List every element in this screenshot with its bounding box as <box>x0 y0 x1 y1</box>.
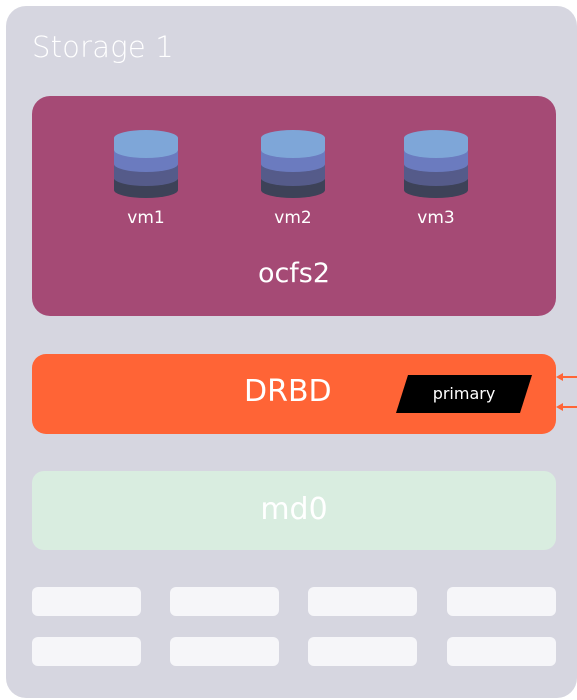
disk <box>447 637 556 666</box>
ocfs2-label: ocfs2 <box>257 258 331 289</box>
vm3-label: vm3 <box>417 208 455 228</box>
disk <box>170 637 279 666</box>
incoming-arrow-icon <box>556 373 577 381</box>
disk <box>308 587 417 616</box>
incoming-arrow-icon <box>556 403 577 411</box>
ocfs2-volume: vm1 vm2 <box>32 96 556 316</box>
md0-label: md0 <box>260 492 328 527</box>
disk <box>32 637 141 666</box>
disk <box>447 587 556 616</box>
vm2-label: vm2 <box>274 208 312 228</box>
database-icon <box>114 130 178 198</box>
primary-badge: primary <box>396 375 532 413</box>
vm1-item: vm1 <box>106 128 186 228</box>
drbd-layer: DRBD primary <box>32 354 556 434</box>
disk <box>170 587 279 616</box>
drbd-label: DRBD <box>244 374 332 409</box>
disk <box>308 637 417 666</box>
vm3-item: vm3 <box>396 128 476 228</box>
md0-raid: md0 <box>32 471 556 550</box>
storage-title: Storage 1 <box>32 30 174 64</box>
database-icon <box>261 130 325 198</box>
disk <box>32 587 141 616</box>
vm1-label: vm1 <box>127 208 165 228</box>
badge-shape <box>396 375 532 413</box>
primary-badge-label: primary <box>432 384 496 403</box>
vm2-item: vm2 <box>253 128 333 228</box>
database-icon <box>404 130 468 198</box>
